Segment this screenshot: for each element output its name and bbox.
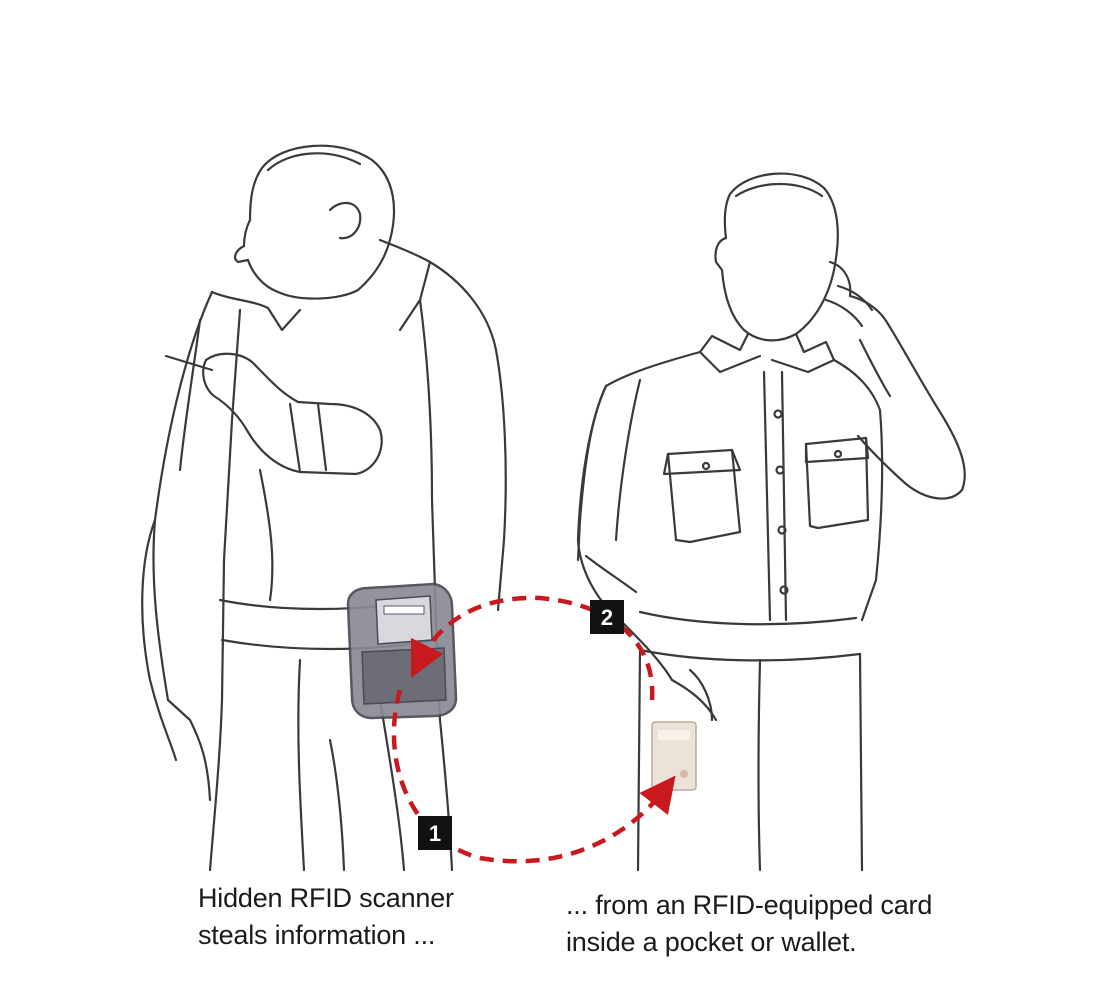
- person-victim-illustration: [578, 174, 965, 870]
- person-thief-illustration: [142, 146, 506, 870]
- caption-scanner-line1: Hidden RFID scanner: [198, 880, 538, 917]
- caption-card-line1: ... from an RFID-equipped card: [566, 887, 1026, 924]
- caption-scanner: Hidden RFID scanner steals information .…: [198, 880, 538, 954]
- step-badge-2-number: 2: [601, 605, 613, 630]
- caption-scanner-line2: steals information ...: [198, 917, 538, 954]
- caption-card-line2: inside a pocket or wallet.: [566, 924, 1026, 961]
- rfid-scanner-device: [348, 584, 456, 718]
- rfid-card: [652, 722, 696, 790]
- step-badge-1: 1: [418, 816, 452, 850]
- step-badge-1-number: 1: [429, 821, 441, 846]
- step-badge-2: 2: [590, 600, 624, 634]
- caption-card: ... from an RFID-equipped card inside a …: [566, 887, 1026, 961]
